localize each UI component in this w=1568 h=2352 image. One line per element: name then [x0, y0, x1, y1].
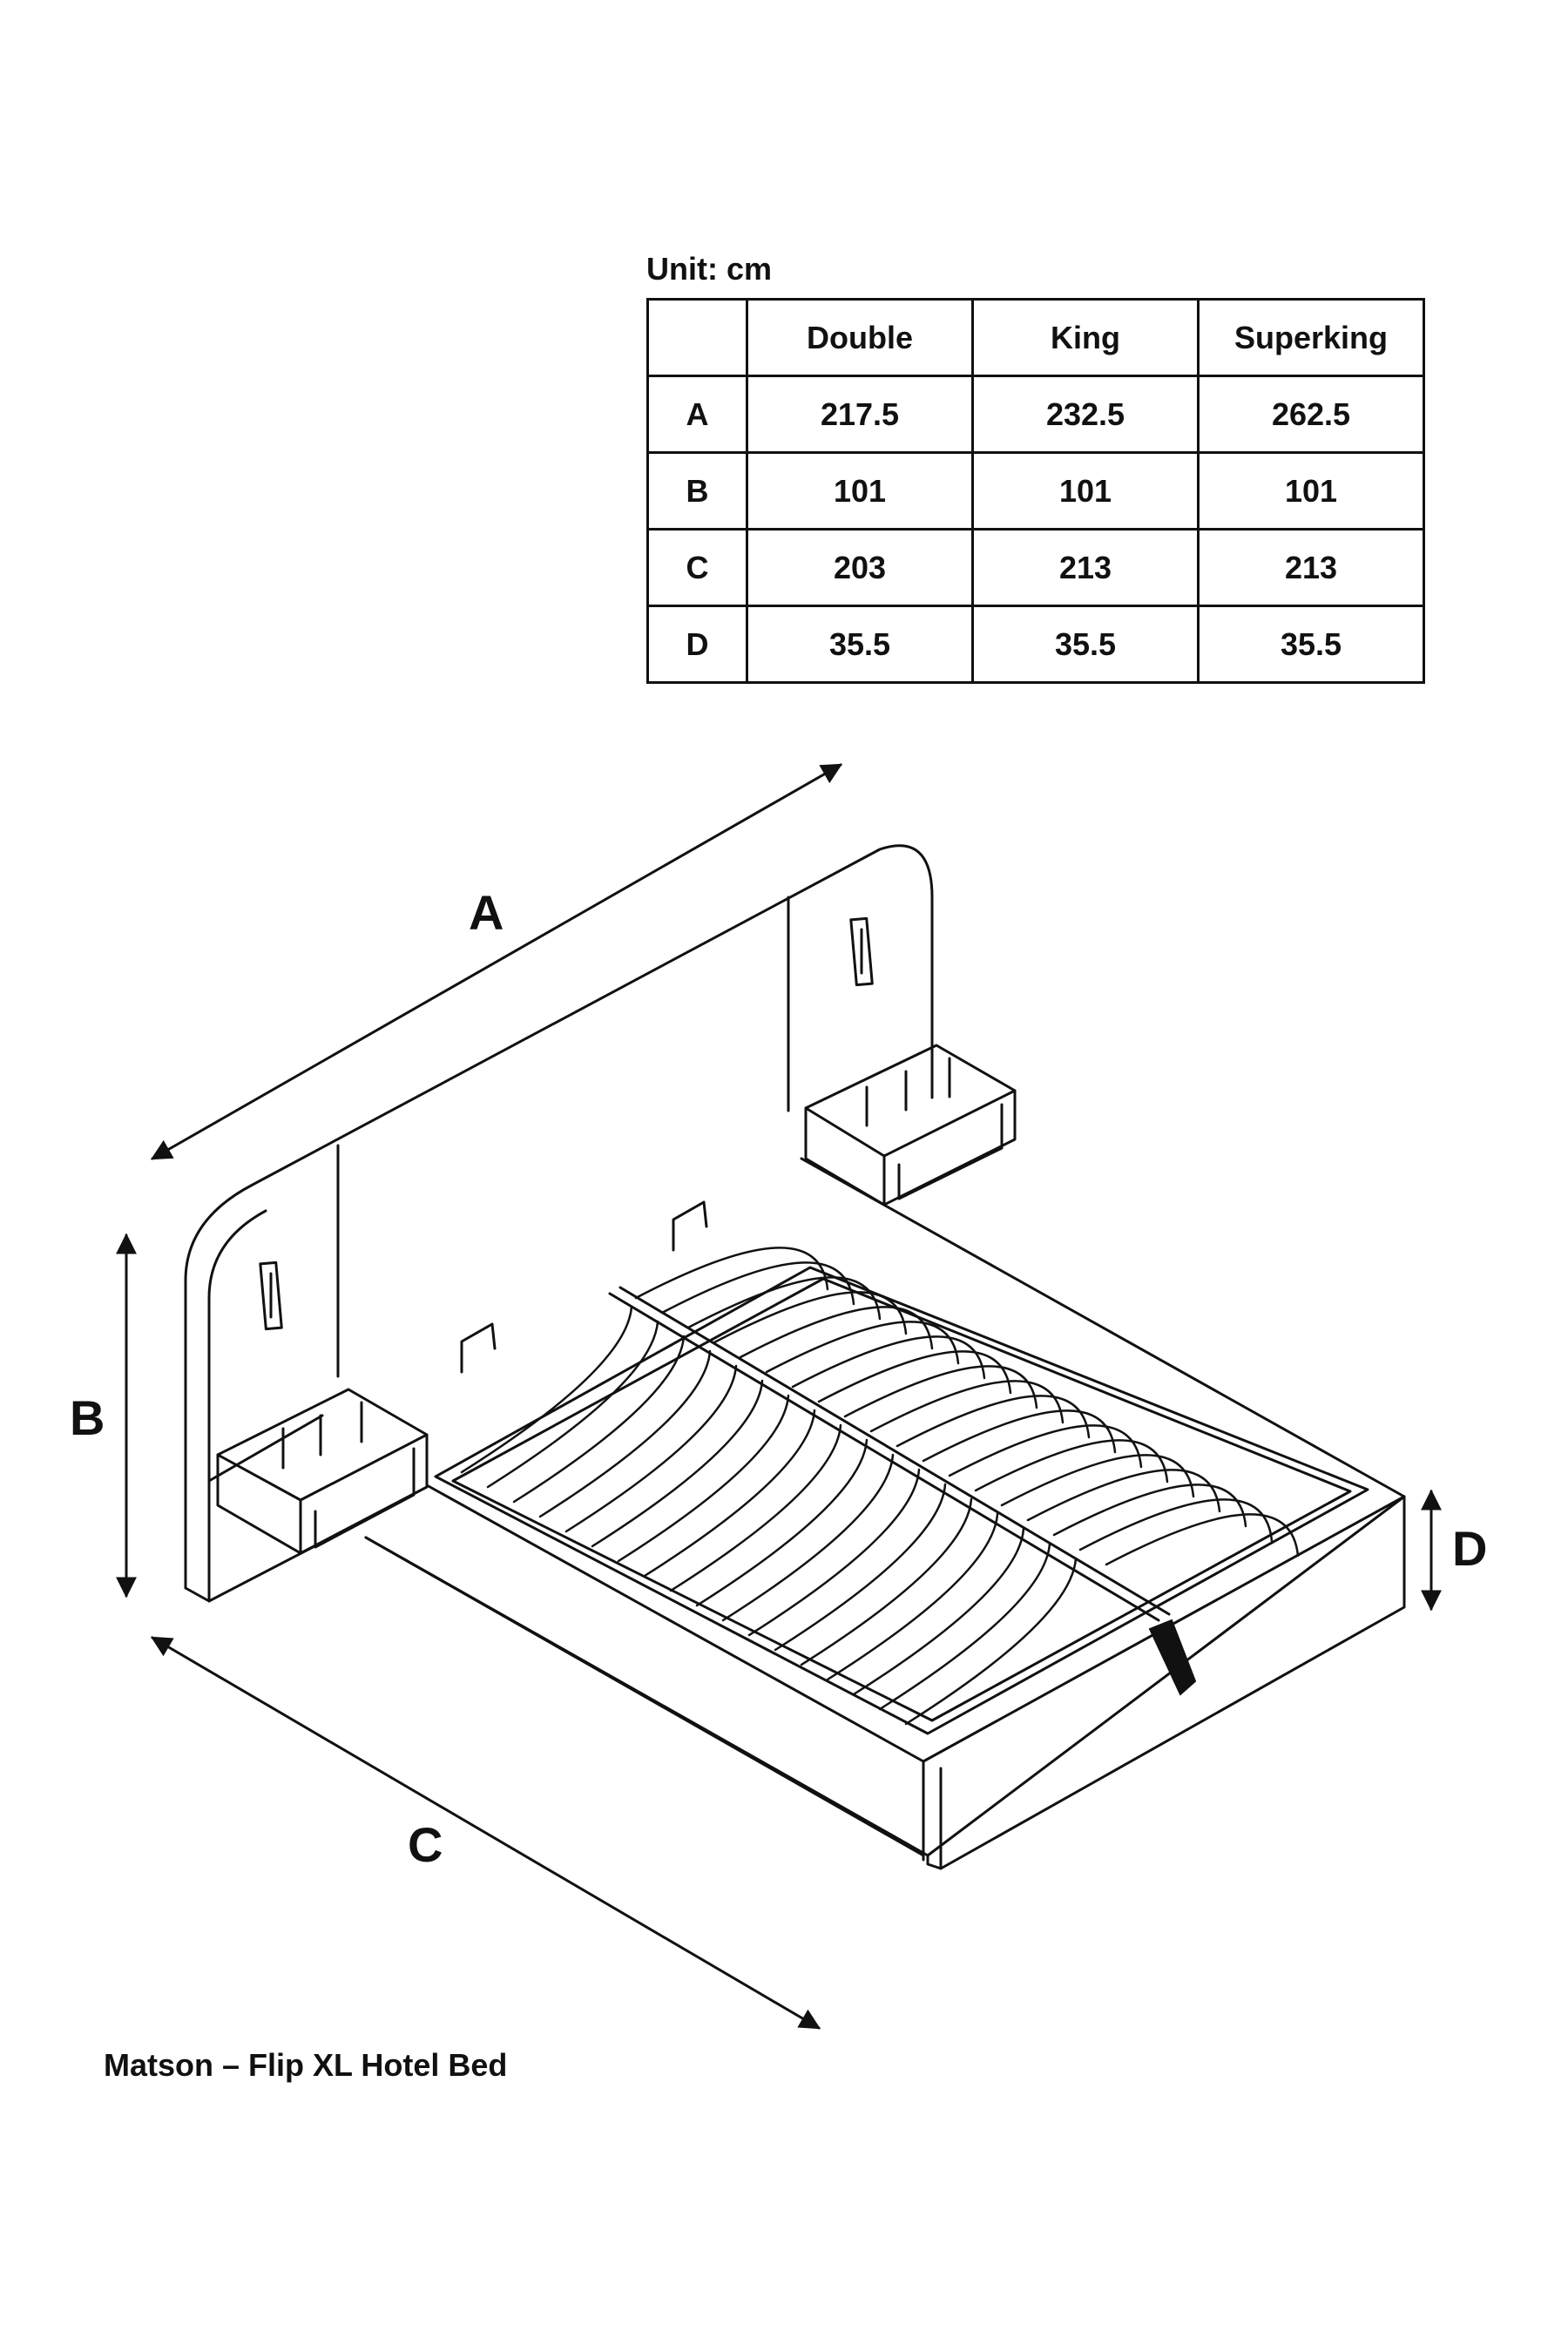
dimension-arrow-c: [150, 1636, 821, 2030]
dimensions-table: Double King Superking A 217.5 232.5 262.…: [646, 298, 1425, 684]
usb-socket-icon: [259, 1260, 283, 1331]
row-label: A: [646, 375, 748, 454]
table-cell: 101: [1197, 451, 1425, 531]
table-row: D 35.5 35.5 35.5: [646, 605, 1425, 684]
table-cell: 35.5: [746, 605, 974, 684]
table-header-row: Double King Superking: [646, 298, 1425, 377]
lift-handle: [672, 1200, 708, 1252]
dimension-label-a: A: [469, 885, 504, 940]
dimension-label-d: D: [1452, 1521, 1488, 1576]
dimension-label-b: B: [70, 1390, 105, 1445]
bed-base: [364, 1157, 1406, 1870]
table-cell: 262.5: [1197, 375, 1425, 454]
row-label: C: [646, 528, 748, 607]
nightstand-left: [216, 1388, 429, 1555]
dimension-arrow-a: [150, 763, 843, 1160]
table-cell: 232.5: [971, 375, 1200, 454]
headboard: [184, 844, 934, 1603]
table-header-cell: King: [971, 298, 1200, 377]
headboard-panel-left: [207, 1296, 324, 1483]
usb-socket-icon: [849, 916, 874, 987]
table-cell: 101: [746, 451, 974, 531]
slat-frame: [434, 1266, 1369, 1735]
table-row: A 217.5 232.5 262.5: [646, 375, 1425, 454]
table-row: B 101 101 101: [646, 451, 1425, 531]
table-header-cell: [646, 298, 748, 377]
table-cell: 213: [971, 528, 1200, 607]
row-label: B: [646, 451, 748, 531]
table-row: C 203 213 213: [646, 528, 1425, 607]
caption: Matson – Flip XL Hotel Bed: [104, 2047, 508, 2083]
table-cell: 35.5: [971, 605, 1200, 684]
table-cell: 203: [746, 528, 974, 607]
pull-strap-icon: [1148, 1619, 1197, 1696]
row-label: D: [646, 605, 748, 684]
table-cell: 101: [971, 451, 1200, 531]
nightstand-right: [804, 1044, 1017, 1206]
unit-label: Unit: cm: [646, 251, 772, 287]
lift-handle: [460, 1322, 497, 1374]
table-cell: 217.5: [746, 375, 974, 454]
slats: [460, 1247, 1300, 1726]
table-cell: 213: [1197, 528, 1425, 607]
dimension-label-c: C: [408, 1817, 443, 1872]
table-cell: 35.5: [1197, 605, 1425, 684]
table-header-cell: Double: [746, 298, 974, 377]
table-header-cell: Superking: [1197, 298, 1425, 377]
